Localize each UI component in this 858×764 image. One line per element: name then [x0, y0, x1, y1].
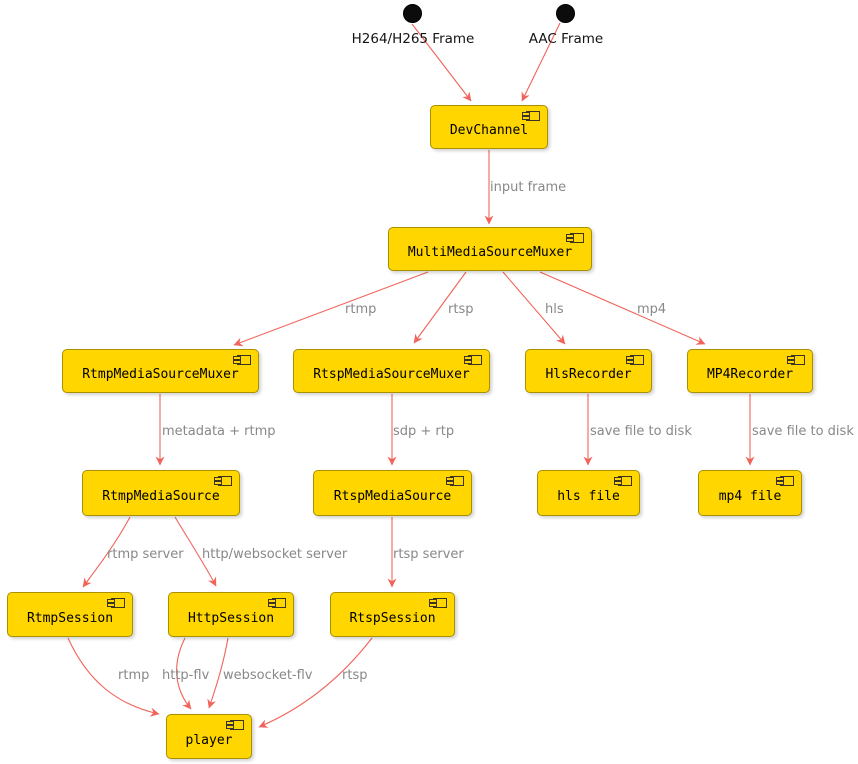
component-icon [626, 355, 644, 365]
component-icon [233, 355, 251, 365]
start-node-video [403, 4, 422, 23]
node-label: RtmpMediaSourceMuxer [82, 367, 239, 382]
component-icon [566, 233, 584, 243]
node-mp4file: mp4 file [698, 470, 802, 516]
node-label: DevChannel [449, 123, 529, 138]
edge-label-rtmp: rtmp [345, 302, 377, 317]
node-label: HlsRecorder [545, 367, 632, 382]
edge-muxer-mp4recorder [539, 271, 706, 345]
node-rtmpsession: RtmpSession [7, 592, 133, 637]
edge-label-sdp-rtp: sdp + rtp [393, 424, 455, 439]
node-httpsession: HttpSession [168, 592, 294, 637]
node-multimediasourcemuxer: MultiMediaSourceMuxer [388, 227, 592, 271]
component-icon [464, 355, 482, 365]
edge-label-http-flv: http-flv [162, 668, 210, 683]
start-node-audio [556, 4, 575, 23]
component-icon [226, 720, 244, 730]
node-label: RtspSession [349, 610, 436, 626]
edge-label-mp4: mp4 [637, 302, 667, 317]
node-hlsrecorder: HlsRecorder [525, 349, 652, 393]
component-icon [429, 598, 447, 608]
edge-label-rtmp-play: rtmp [118, 668, 150, 683]
node-label: HttpSession [187, 610, 275, 626]
node-label: mp4 file [718, 489, 782, 504]
node-label: player [185, 732, 233, 748]
edge-label-rtmp-server: rtmp server [107, 547, 184, 562]
component-icon [107, 598, 125, 608]
edge-muxer-rtmpmsm [233, 271, 429, 347]
node-label: RtmpSession [26, 610, 114, 626]
edge-label-save-mp4: save file to disk [752, 424, 854, 439]
component-icon [522, 111, 540, 121]
node-devchannel: DevChannel [430, 105, 548, 149]
component-icon [214, 476, 232, 486]
node-rtspsession: RtspSession [330, 592, 455, 637]
edge-label-websocket-flv: websocket-flv [223, 668, 313, 683]
edge-label-hls: hls [545, 302, 564, 317]
edge-label-input-frame: input frame [490, 180, 567, 195]
node-label: hls file [557, 489, 620, 504]
node-label: RtspMediaSourceMuxer [313, 367, 470, 382]
edge-label-rtsp-server: rtsp server [393, 547, 464, 562]
edge-label-http-websocket-server: http/websocket server [202, 547, 348, 562]
edge-label-rtsp: rtsp [448, 302, 474, 317]
node-label: RtmpMediaSource [102, 489, 220, 504]
component-icon [776, 476, 794, 486]
edge-label-rtsp-play: rtsp [342, 668, 368, 683]
start-label-video: H264/H265 Frame [351, 31, 475, 47]
node-rtmpmediasource: RtmpMediaSource [82, 470, 240, 516]
component-icon [446, 476, 464, 486]
component-icon [614, 476, 632, 486]
node-rtmpmediasourcemuxer: RtmpMediaSourceMuxer [62, 349, 259, 393]
node-label: MP4Recorder [706, 367, 794, 382]
node-player: player [166, 714, 252, 759]
edge-label-metadata-rtmp: metadata + rtmp [162, 424, 276, 439]
edge-label-save-hls: save file to disk [590, 424, 692, 439]
node-rtspmediasource: RtspMediaSource [313, 470, 472, 516]
node-label: RtspMediaSource [333, 489, 452, 504]
component-icon [787, 355, 805, 365]
start-label-audio: AAC Frame [528, 31, 604, 47]
node-mp4recorder: MP4Recorder [687, 349, 813, 393]
component-icon [268, 598, 286, 608]
node-hlsfile: hls file [537, 470, 640, 516]
node-rtspmediasourcemuxer: RtspMediaSourceMuxer [293, 349, 490, 393]
node-label: MultiMediaSourceMuxer [407, 245, 573, 260]
